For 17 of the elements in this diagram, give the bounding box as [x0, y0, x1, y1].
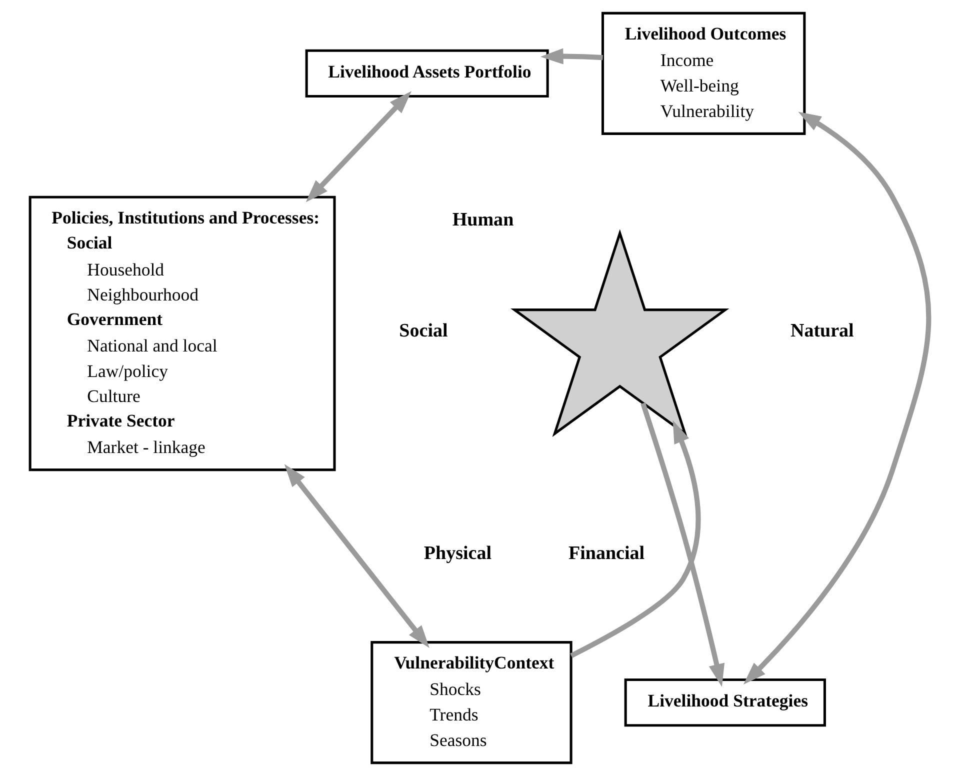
- node-label: Natural: [790, 320, 854, 342]
- arrow: [284, 464, 430, 648]
- node-label: Physical: [424, 543, 492, 564]
- arrow: [540, 48, 603, 64]
- node-box: Livelihood Outcomes Income Well-being Vulnerability: [601, 12, 806, 135]
- arrow: [640, 402, 725, 687]
- arrow: [570, 420, 701, 658]
- node-label: Human: [452, 210, 514, 231]
- node-label: Financial: [568, 543, 645, 564]
- node-label: Social: [399, 320, 448, 342]
- arrow: [743, 112, 932, 685]
- node-box: VulnerabilityContext Shocks Trends Seasons: [370, 641, 572, 764]
- node-star: [510, 229, 730, 437]
- node-box: Livelihood Strategies: [624, 678, 826, 727]
- arrow: [306, 91, 412, 202]
- node-box: Livelihood Assets Portfolio: [305, 49, 549, 98]
- node-box: Policies, Institutions and Processes: Social Household Neighbourhood Government National and local Law/policy Culture Private Sector Market - linkage: [28, 196, 336, 472]
